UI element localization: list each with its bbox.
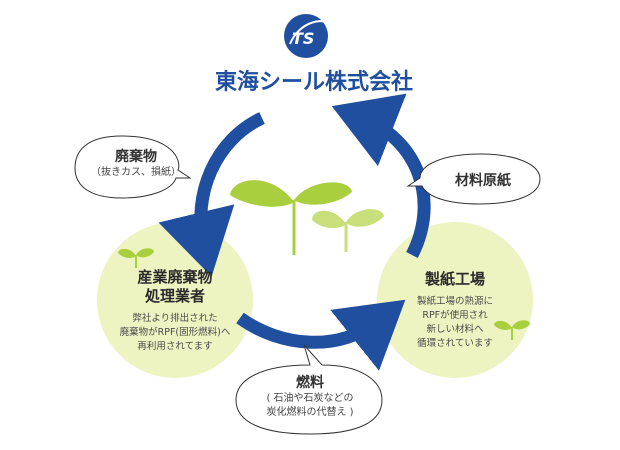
waste-bubble: [74, 135, 192, 199]
paper-mill-title: 製紙工場: [424, 270, 485, 288]
processor-label-group: 産業廃棄物 処理業者 弊社より排出された 廃棄物がRPF(固形燃料)へ 再利用さ…: [100, 268, 250, 354]
arrow-to-company: [331, 93, 431, 258]
paper-mill-desc-line3: 新しい材料へ: [426, 324, 484, 335]
fuel-subtitle-line2: 炭化燃料の代替え ): [266, 407, 354, 418]
paper-mill-desc-line1: 製紙工場の熱源に: [416, 296, 493, 307]
material-label-group: 材料原紙: [428, 170, 538, 190]
paper-mill-label-group: 製紙工場 製紙工場の熱源に RPFが使用され 新しい材料へ 循環されています: [380, 270, 530, 351]
sprout-small-icon: [312, 209, 384, 252]
arrow-to-paper-mill: [236, 299, 406, 371]
material-bubble: [406, 153, 541, 205]
processor-desc-line3: 再利用されてます: [137, 341, 213, 352]
svg-text:TS: TS: [292, 29, 314, 48]
mini-sprout-right-icon: [494, 320, 530, 340]
material-title: 材料原紙: [455, 173, 511, 189]
waste-title: 廃棄物: [115, 149, 157, 165]
mini-sprout-left-icon: [118, 248, 154, 268]
company-name: 東海シール株式会社: [214, 70, 413, 95]
fuel-bubble: [235, 344, 383, 435]
sprout-large-icon: [230, 180, 352, 255]
fuel-title: 燃料: [296, 375, 324, 391]
processor-desc-line1: 弊社より排出された: [132, 313, 218, 324]
paper-mill-circle: [377, 222, 533, 378]
fuel-subtitle-line1: ( 石油や石炭などの: [266, 393, 354, 404]
fuel-label-group: 燃料 ( 石油や石炭などの 炭化燃料の代替え ): [240, 372, 380, 420]
processor-title-line1: 産業廃棄物: [137, 268, 213, 286]
processor-desc-line2: 廃棄物がRPF(固形燃料)へ: [119, 327, 231, 338]
arrow-to-processor: [158, 112, 265, 277]
paper-mill-desc-line2: RPFが使用され: [422, 310, 488, 321]
paper-mill-desc-line4: 循環されています: [417, 338, 493, 349]
waste-subtitle: （抜きカス、損紙）: [91, 167, 181, 178]
waste-label-group: 廃棄物 （抜きカス、損紙）: [84, 146, 188, 180]
processor-title-line2: 処理業者: [144, 287, 205, 305]
ts-logo-icon: TS: [284, 14, 329, 58]
